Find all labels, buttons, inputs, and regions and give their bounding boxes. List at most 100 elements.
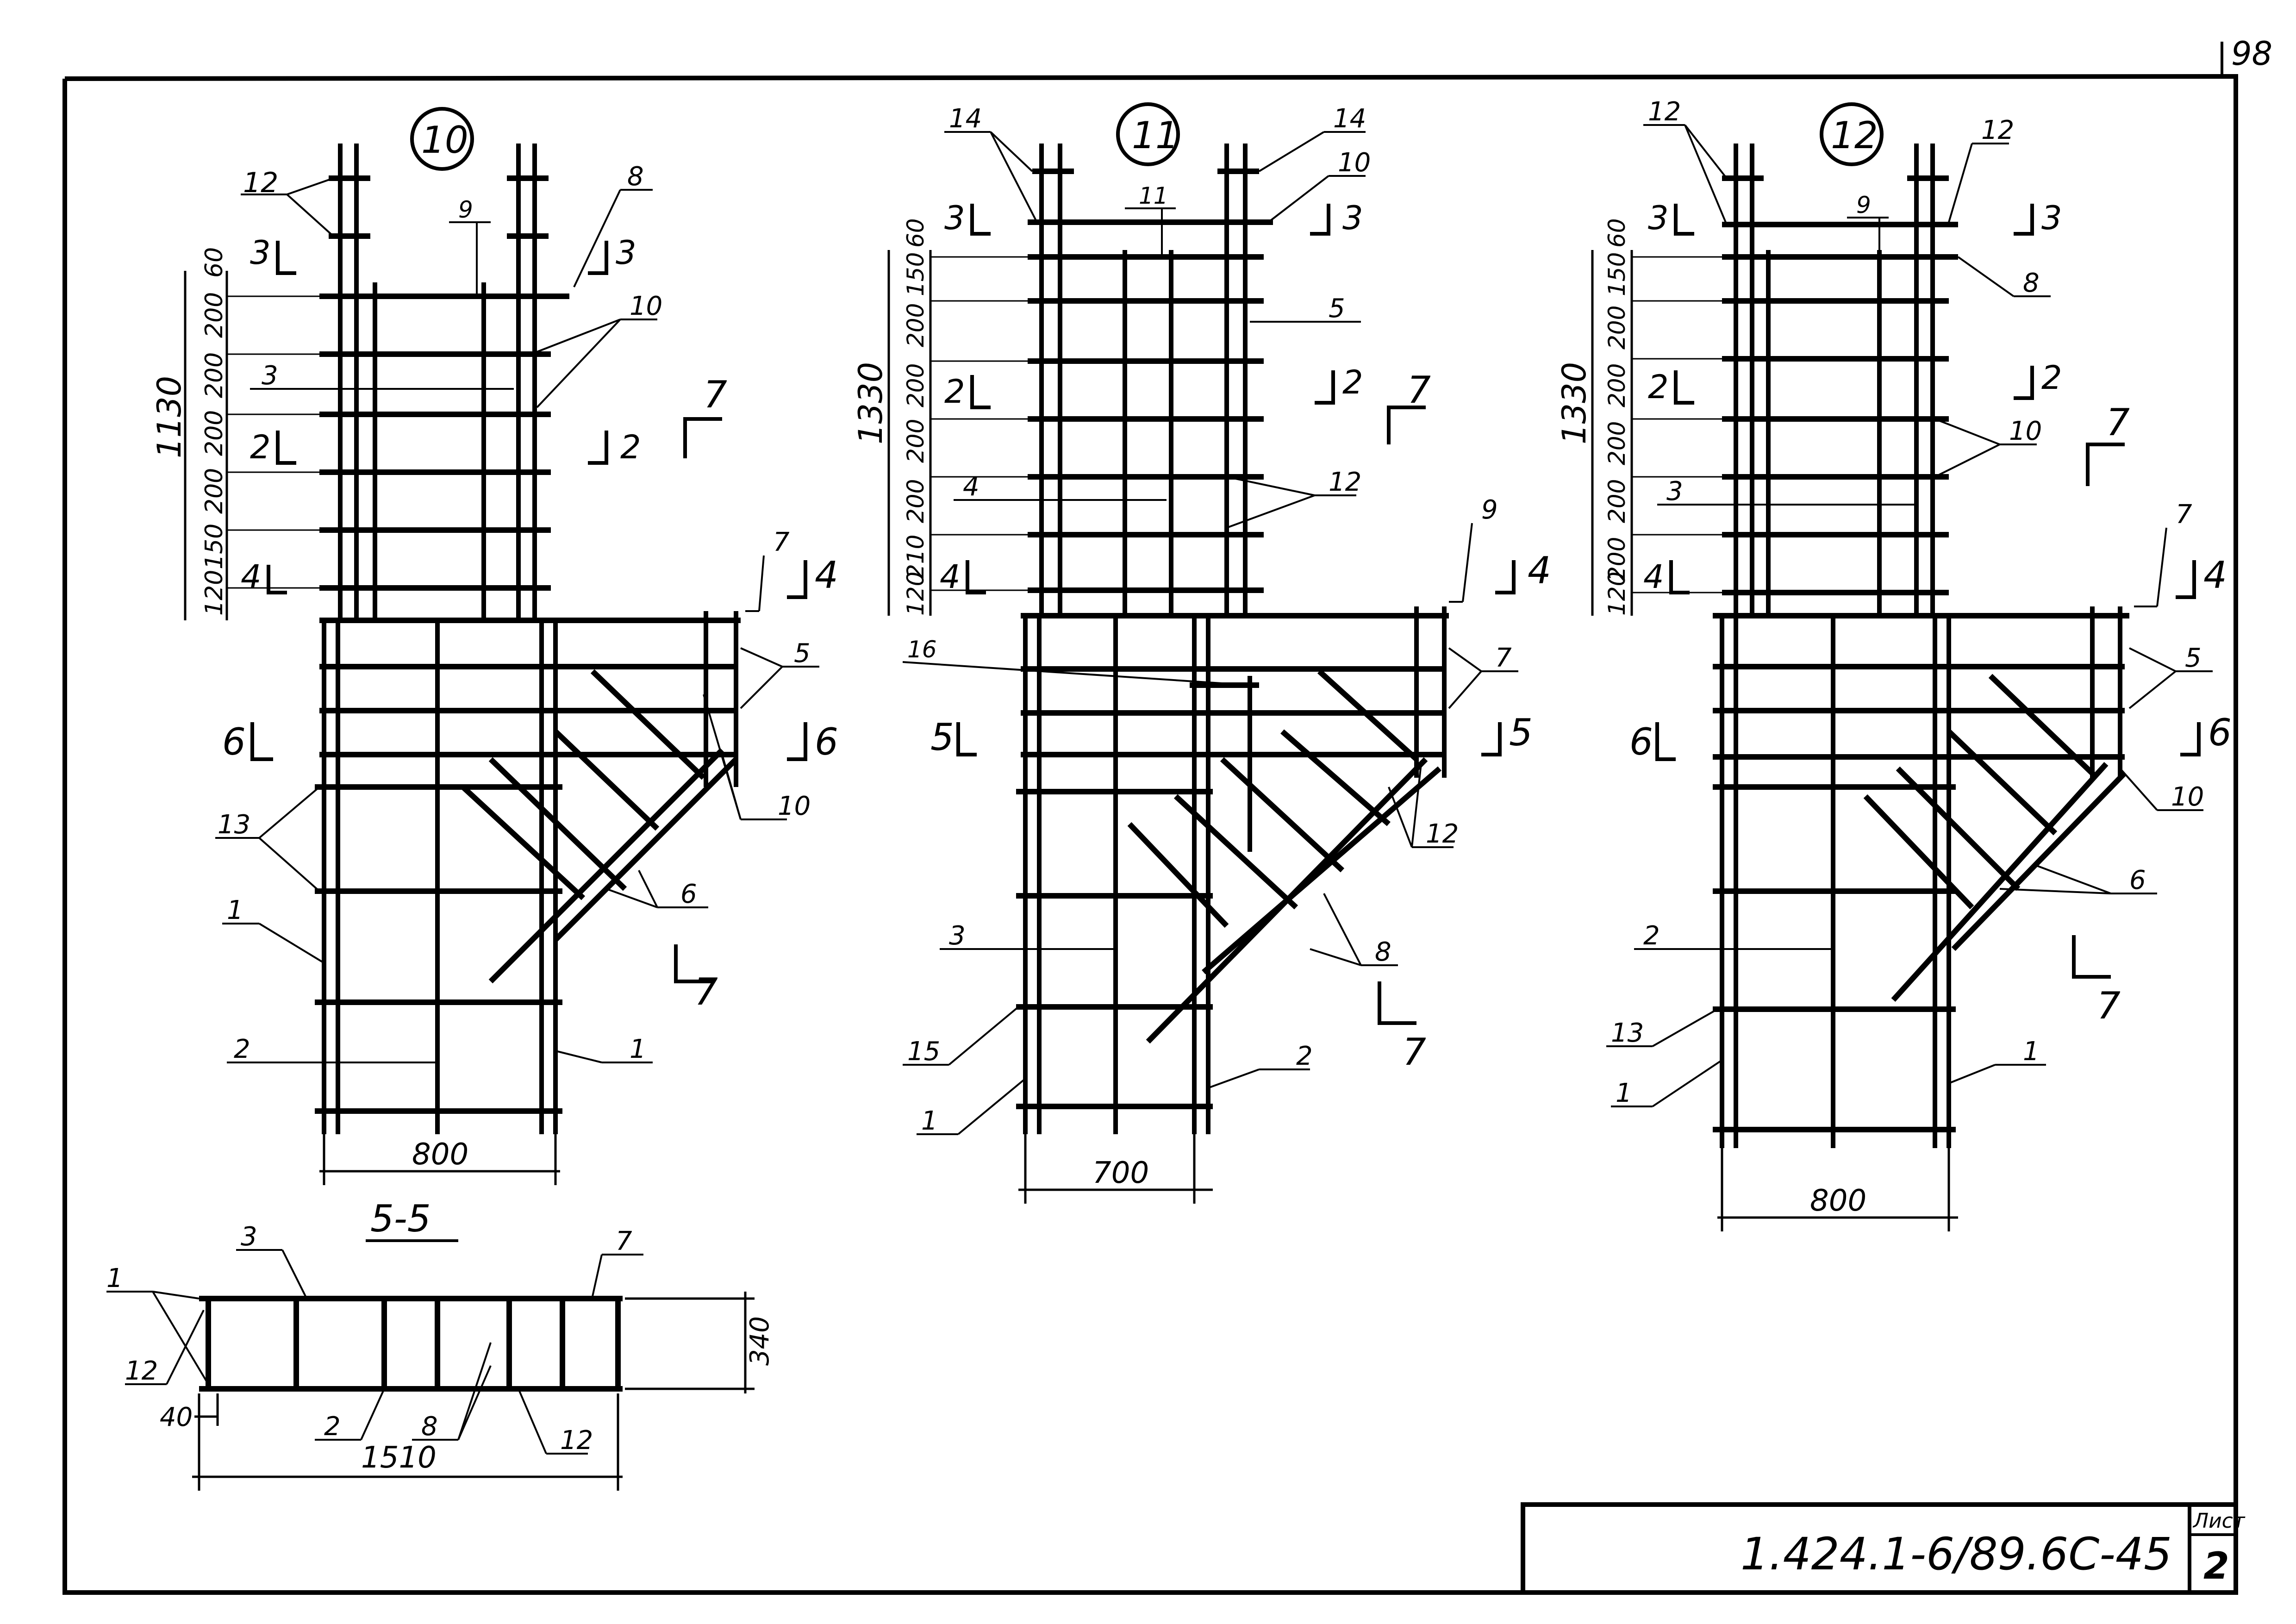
svg-text:12: 12 (125, 1356, 158, 1386)
svg-text:14: 14 (949, 104, 982, 134)
svg-text:3: 3 (241, 1222, 257, 1252)
section-height-dim: 340 (745, 1316, 775, 1366)
section-width-dim: 1510 (361, 1441, 437, 1475)
svg-text:9: 9 (1481, 495, 1498, 525)
svg-text:4: 4 (2203, 554, 2227, 597)
frame-11-upper-stirrups (1028, 169, 1273, 593)
svg-text:3: 3 (262, 361, 278, 391)
svg-text:6: 6 (680, 879, 697, 909)
svg-text:5: 5 (794, 638, 811, 668)
svg-text:2: 2 (2041, 359, 2062, 397)
svg-text:16: 16 (907, 636, 937, 663)
frame-12-id: 12 (1831, 114, 1878, 157)
svg-text:2: 2 (944, 373, 965, 411)
svg-text:6: 6 (222, 720, 246, 763)
page-number: 98 (2231, 35, 2272, 73)
svg-text:3: 3 (949, 921, 966, 951)
svg-text:5: 5 (930, 716, 954, 759)
frame-11-h-dimension: 700 (1018, 1134, 1213, 1204)
svg-text:3: 3 (1666, 476, 1683, 506)
svg-text:4: 4 (815, 554, 838, 597)
frame-12-v-dimension: 1330 60 150 200 200 200 200 200 120 (1555, 218, 1912, 616)
frame-11-height-dim: 1330 (852, 362, 890, 444)
svg-text:6: 6 (2208, 711, 2232, 754)
svg-text:7: 7 (1495, 643, 1512, 673)
frame-11-lower-bars (1023, 606, 1447, 1134)
svg-text:6: 6 (2129, 865, 2146, 895)
svg-text:4: 4 (940, 558, 961, 596)
svg-text:12: 12 (1329, 467, 1361, 497)
frame-10-v-dimension: 1130 60 200 200 200 200 150 120 (150, 247, 509, 620)
frame-11-lower-stirrups (1016, 613, 1449, 1109)
svg-text:200: 200 (1603, 537, 1630, 581)
frame-12-haunch (1863, 674, 2127, 1002)
svg-text:2: 2 (620, 428, 641, 466)
frame-10-id: 10 (421, 119, 468, 162)
frame-11-id: 11 (1132, 114, 1179, 157)
svg-text:2: 2 (1342, 363, 1363, 401)
frame-12-h-dimension: 800 (1717, 1148, 1958, 1231)
frame-12-width-dim: 800 (1810, 1184, 1866, 1218)
drawing-code: 1.424.1-6/89.6С-45 (1741, 1528, 2172, 1580)
title-block: 1.424.1-6/89.6С-45 Лист 2 (1521, 1502, 2246, 1595)
svg-text:12: 12 (1981, 115, 2014, 145)
svg-text:120: 120 (1603, 572, 1630, 616)
svg-text:3: 3 (1648, 199, 1669, 237)
frame-12-upper-stirrups (1722, 175, 1958, 595)
svg-text:200: 200 (1603, 479, 1630, 523)
svg-text:200: 200 (902, 479, 929, 523)
svg-text:11: 11 (1139, 182, 1168, 209)
svg-text:15: 15 (907, 1037, 940, 1067)
frame-12-marker (1820, 102, 1884, 166)
svg-text:7: 7 (773, 527, 790, 557)
frame-10-dim-1: 200 (200, 292, 228, 338)
svg-text:210: 210 (902, 535, 929, 579)
svg-text:200: 200 (1603, 306, 1630, 350)
frame-12-section-marks: 3 3 2 2 4 4 6 6 7 7 (1629, 199, 2232, 1027)
svg-text:6: 6 (815, 720, 838, 763)
frame-12-height-dim: 1330 (1555, 362, 1593, 444)
frame-11-v-dimension: 1330 60 150 200 200 200 200 210 120 (852, 218, 1213, 616)
section-title: 5-5 (370, 1197, 431, 1240)
svg-text:1: 1 (227, 895, 243, 925)
svg-text:8: 8 (421, 1412, 438, 1442)
svg-text:1: 1 (106, 1263, 123, 1293)
svg-text:2: 2 (1296, 1041, 1313, 1071)
svg-text:60: 60 (1603, 218, 1630, 248)
section-bars (199, 1296, 623, 1392)
svg-text:200: 200 (902, 303, 929, 347)
svg-text:10: 10 (2009, 416, 2042, 446)
svg-text:1: 1 (2023, 1037, 2040, 1067)
svg-text:4: 4 (1528, 549, 1551, 592)
list-label: Лист (2192, 1509, 2246, 1533)
svg-text:10: 10 (630, 291, 662, 321)
svg-text:1: 1 (1616, 1078, 1632, 1108)
section-dimensions: 1510 40 340 (160, 1292, 775, 1491)
frame-10-lower-bars (322, 611, 738, 1134)
svg-text:7: 7 (2176, 500, 2192, 530)
svg-text:2: 2 (1648, 368, 1669, 406)
svg-text:3: 3 (944, 199, 965, 237)
frame-12-lower-bars (1720, 606, 2122, 1148)
frame-10-dim-6: 120 (200, 570, 228, 616)
svg-text:4: 4 (963, 472, 980, 502)
svg-text:120: 120 (902, 572, 929, 616)
list-number: 2 (2203, 1544, 2229, 1587)
svg-text:7: 7 (704, 373, 727, 416)
svg-text:2: 2 (234, 1034, 250, 1064)
svg-text:13: 13 (1611, 1018, 1644, 1048)
svg-text:5: 5 (2185, 643, 2202, 673)
svg-text:10: 10 (2171, 782, 2204, 812)
svg-text:150: 150 (902, 252, 929, 296)
frame-10-h-dimension: 800 (319, 1134, 560, 1185)
frame-10-marker (410, 107, 474, 171)
frame-10-dim-0: 60 (200, 247, 228, 278)
svg-text:7: 7 (2097, 984, 2121, 1027)
svg-text:1: 1 (921, 1106, 938, 1136)
section-5-5: 5-5 1510 40 340 3 (106, 1197, 775, 1491)
frame-11-section-marks: 3 3 2 2 4 4 5 5 7 7 (930, 199, 1551, 1074)
svg-text:7: 7 (1407, 369, 1431, 412)
svg-text:3: 3 (616, 234, 636, 272)
svg-text:9: 9 (458, 196, 473, 223)
